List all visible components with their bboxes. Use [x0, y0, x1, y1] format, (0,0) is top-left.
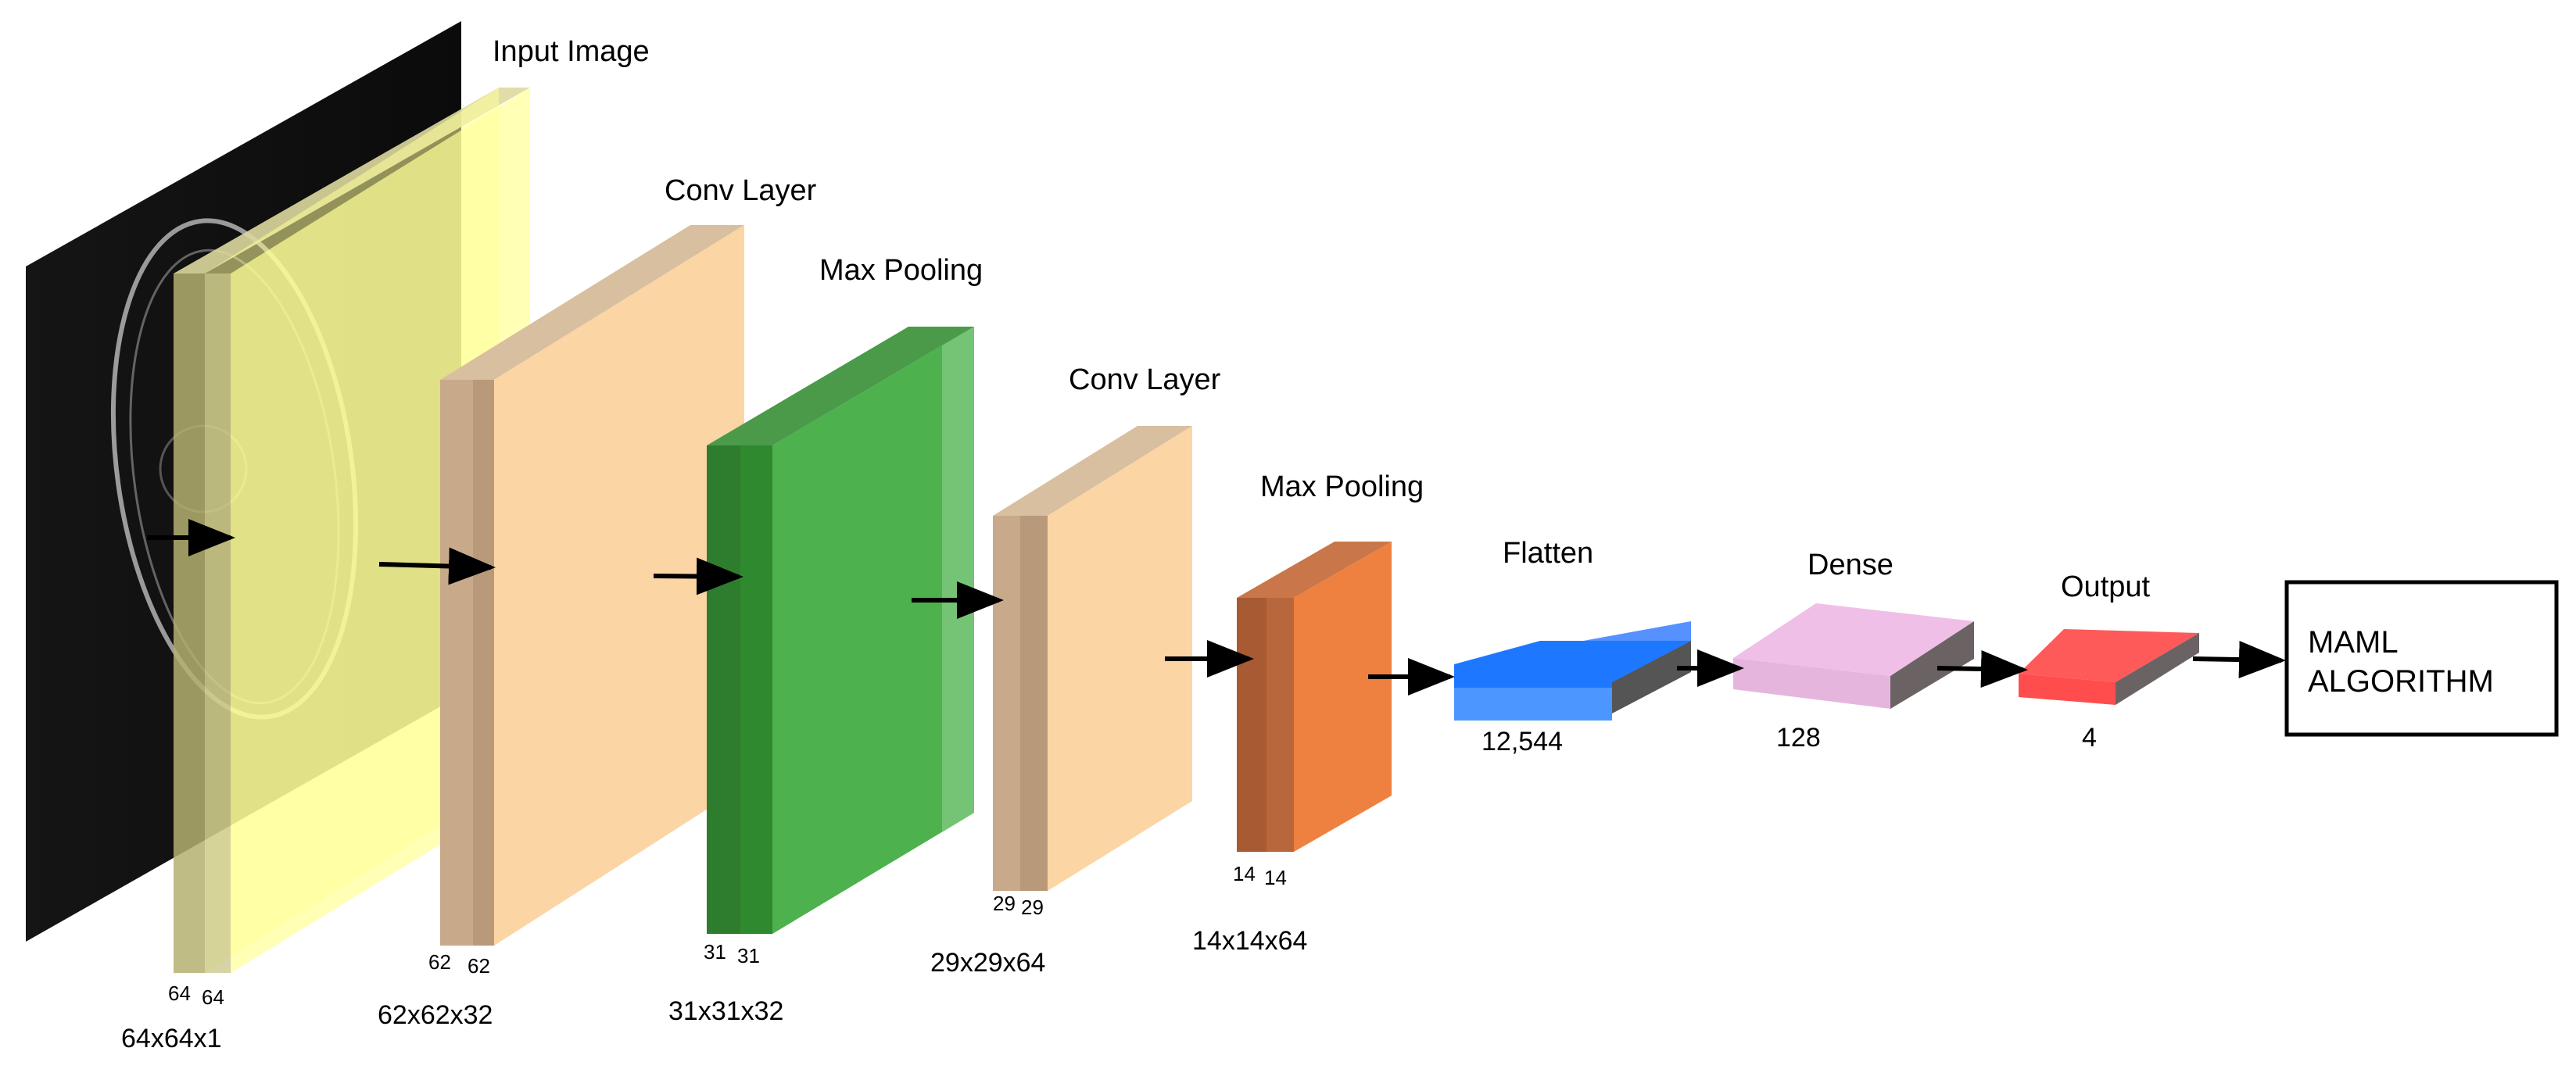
- conv2-height-label: 29: [1021, 896, 1044, 919]
- pool1-front-highlight: [942, 327, 974, 832]
- output-title: Output: [2061, 570, 2151, 603]
- input-image-title: Input Image: [493, 35, 650, 68]
- input-shape-label: 64x64x1: [121, 1024, 222, 1053]
- pool1-mid-side: [740, 445, 772, 934]
- dense-size-label: 128: [1776, 723, 1821, 753]
- output-layer: Output 4: [2019, 570, 2199, 753]
- dense-layer: Dense 128: [1733, 549, 1974, 753]
- output-side: [2116, 633, 2199, 705]
- conv2-mid-side: [1020, 516, 1048, 891]
- conv2-title: Conv Layer: [1069, 363, 1221, 396]
- conv1-back-side: [440, 380, 473, 946]
- dense-top: [1733, 603, 1974, 676]
- flatten-front-face: [1454, 688, 1612, 721]
- conv2-front: [1048, 426, 1192, 891]
- conv1-shape-label: 62x62x32: [378, 1000, 493, 1030]
- input-plane-front-side: [205, 274, 231, 973]
- conv-layer-1: Conv Layer 62 62 62x62x32: [378, 174, 817, 1030]
- flatten-size-label: 12,544: [1481, 727, 1563, 756]
- arrow-input-to-conv1: [378, 547, 496, 585]
- conv-layer-2: Conv Layer 29 29 29x29x64: [930, 363, 1221, 978]
- pool1-title: Max Pooling: [819, 254, 983, 287]
- conv2-width-label: 29: [993, 892, 1016, 915]
- conv2-top: [993, 426, 1192, 516]
- max-pooling-2: Max Pooling 14 14 14x14x64: [1192, 470, 1424, 956]
- pool1-back-side: [707, 445, 740, 934]
- conv1-front: [494, 225, 744, 946]
- flow-arrows: [147, 519, 2286, 696]
- maml-algorithm-box: MAML ALGORITHM: [2284, 580, 2559, 737]
- pool2-back-side: [1237, 598, 1267, 852]
- output-front: [2019, 674, 2116, 705]
- output-size-label: 4: [2082, 723, 2097, 753]
- conv1-height-label: 62: [468, 954, 490, 978]
- input-width-label: 64: [168, 982, 191, 1005]
- conv1-mid-side: [473, 380, 494, 946]
- conv2-back-side: [993, 516, 1020, 891]
- output-top: [2019, 629, 2199, 682]
- pool1-height-label: 31: [737, 944, 760, 967]
- max-pooling-1: Max Pooling 31 31 31x31x32: [668, 254, 983, 1026]
- pool1-shape-label: 31x31x32: [668, 996, 783, 1026]
- pool2-width-label: 14: [1233, 862, 1256, 885]
- dense-front: [1733, 658, 1890, 709]
- pool2-title: Max Pooling: [1260, 470, 1424, 503]
- arrow-output-to-maml: [2192, 641, 2286, 679]
- dense-title: Dense: [1807, 549, 1893, 581]
- arrow-conv1-to-pool1: [653, 557, 743, 595]
- pool2-top: [1237, 542, 1392, 598]
- pool2-mid-side: [1267, 598, 1294, 852]
- maml-box-border: [2284, 580, 2559, 737]
- pool2-front: [1294, 542, 1392, 852]
- pool2-height-label: 14: [1264, 866, 1287, 889]
- conv1-title: Conv Layer: [665, 174, 817, 207]
- input-plane-back-side: [174, 274, 205, 973]
- input-height-label: 64: [202, 985, 224, 1009]
- pool1-front: [772, 327, 974, 934]
- pool2-shape-label: 14x14x64: [1192, 926, 1307, 956]
- pool1-width-label: 31: [704, 940, 726, 964]
- conv2-shape-label: 29x29x64: [930, 948, 1045, 978]
- conv1-top: [440, 225, 744, 380]
- maml-box-line1: MAML: [2308, 625, 2399, 660]
- conv1-width-label: 62: [428, 950, 451, 974]
- flatten-layer: Flatten 12,544: [1454, 537, 1691, 756]
- flatten-title: Flatten: [1503, 537, 1593, 570]
- flatten-side: [1612, 641, 1691, 713]
- dense-side: [1890, 621, 1974, 709]
- pool1-top: [707, 327, 974, 445]
- arrow-dense-to-output: [1936, 650, 2028, 688]
- maml-box-line2: ALGORITHM: [2308, 664, 2494, 699]
